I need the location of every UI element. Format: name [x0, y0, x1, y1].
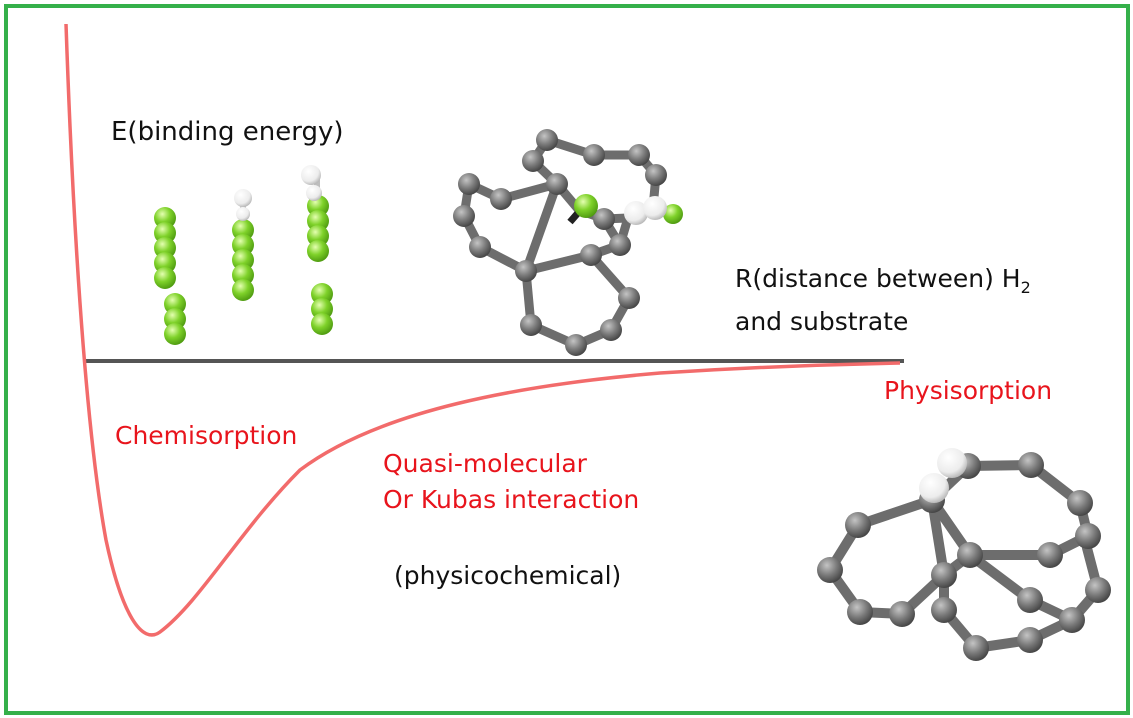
x-axis-label-line2: and substrate	[735, 307, 909, 336]
quasi-molecular-line1: Quasi-molecular	[383, 449, 587, 478]
chemisorption-label: Chemisorption	[115, 421, 298, 450]
h2-subscript: 2	[1020, 278, 1031, 297]
physicochemical-label: (physicochemical)	[394, 561, 622, 590]
physisorption-molecule	[817, 448, 1111, 661]
h-metal-chain-3	[232, 189, 254, 301]
x-axis-label-line1: R(distance between) H2	[735, 262, 1031, 305]
quasi-molecular-label: Quasi-molecular Or Kubas interaction	[383, 446, 639, 518]
x-axis-label-main: R(distance between) H	[735, 264, 1021, 293]
metal-chain-1	[154, 207, 176, 289]
physisorption-label: Physisorption	[884, 376, 1053, 405]
metal-chain-5	[311, 283, 333, 335]
kubas-molecule	[453, 129, 683, 356]
metal-atom-chains	[154, 165, 333, 345]
h-metal-chain-4	[301, 165, 329, 262]
quasi-molecular-line2: Or Kubas interaction	[383, 485, 640, 514]
potential-curve	[64, 23, 901, 637]
y-axis-label: E(binding energy)	[111, 117, 344, 147]
x-axis-label: R(distance between) H2 and substrate	[735, 262, 1031, 339]
metal-chain-2	[164, 293, 186, 345]
